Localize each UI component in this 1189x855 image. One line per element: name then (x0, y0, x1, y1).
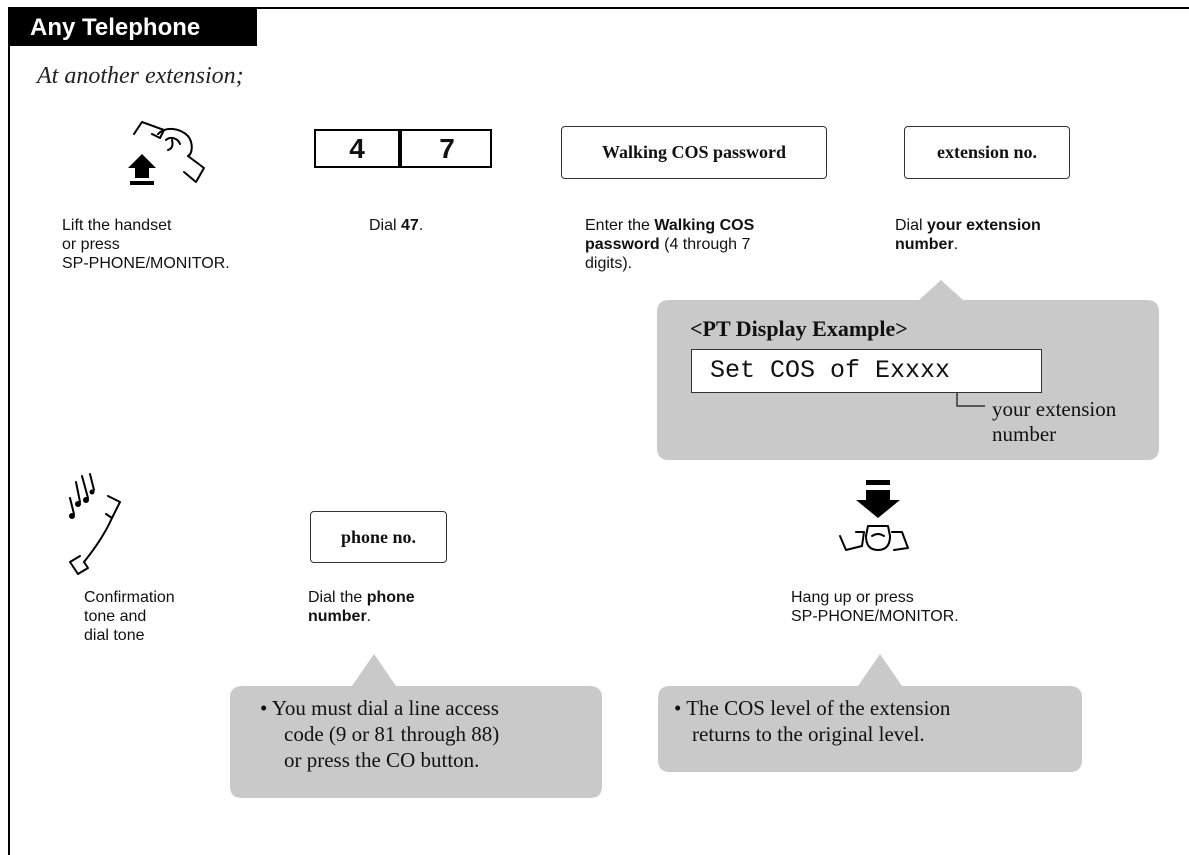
access-note-line-1: • You must dial a line access (260, 696, 499, 720)
lift-line-3: SP-PHONE/MONITOR. (62, 255, 230, 272)
section-subtitle: At another extension; (37, 63, 244, 89)
display-note-line-1: your extension (992, 397, 1117, 421)
walking-description: Enter the Walking COS password (4 throug… (585, 216, 825, 273)
cos-note-line-1: • The COS level of the extension (674, 696, 951, 720)
section-header: Any Telephone (10, 9, 257, 46)
cos-note: • The COS level of the extension returns… (674, 695, 950, 747)
hang-up-description: Hang up or press SP-PHONE/MONITOR. (791, 588, 959, 626)
walking-cos-password-box: Walking COS password (561, 126, 827, 179)
phone-post: . (366, 608, 372, 625)
lift-line-1: Lift the handset (62, 217, 172, 234)
dial-47-post: . (418, 217, 424, 234)
lift-handset-icon (128, 121, 205, 185)
confirmation-tone-icon (69, 473, 121, 575)
extension-bold-1: your extension (927, 217, 1041, 234)
phone-pre: Dial the (308, 589, 367, 606)
key-4: 4 (349, 133, 365, 164)
cos-note-line-2: returns to the original level. (692, 722, 925, 746)
confirm-line-1: Confirmation (84, 589, 175, 606)
walking-bold-2: password (585, 236, 660, 253)
walking-pre: Enter the (585, 217, 655, 234)
display-note-line-2: number (992, 422, 1057, 446)
access-callout-bg (230, 654, 602, 798)
confirmation-description: Confirmation tone and dial tone (84, 588, 175, 645)
extension-post: . (953, 236, 959, 253)
phone-number-box: phone no. (310, 511, 447, 563)
phone-bold-1: phone (366, 589, 415, 606)
lift-description: Lift the handset or press SP-PHONE/MONIT… (62, 216, 230, 273)
dial-47-code: 47 (401, 217, 419, 234)
access-note: • You must dial a line access code (9 or… (260, 695, 499, 773)
confirm-line-2: tone and (84, 608, 147, 625)
phone-description: Dial the phone number. (308, 588, 415, 626)
pt-display-screen: Set COS of Exxxx (691, 349, 1042, 393)
display-example-heading: <PT Display Example> (690, 316, 908, 341)
hangup-line-1: Hang up or press (791, 589, 914, 606)
key-pair: 4 7 (314, 129, 492, 168)
frame-top-rule (8, 7, 1189, 9)
phone-bold-2: number (308, 608, 367, 625)
frame-left-rule (8, 7, 10, 855)
lift-line-2: or press (62, 236, 120, 253)
extension-bold-2: number (895, 236, 954, 253)
access-note-line-2: code (9 or 81 through 88) (284, 722, 500, 746)
hang-up-icon (839, 480, 909, 551)
extension-number-box: extension no. (904, 126, 1070, 179)
walking-bold-1: Walking COS (654, 217, 755, 234)
dial-47-pre: Dial (369, 217, 402, 234)
dial-47-description: Dial 47. (369, 216, 423, 235)
walking-post-2: digits). (585, 255, 633, 272)
key-7: 7 (439, 133, 455, 164)
walking-post-1: (4 through 7 (659, 236, 751, 253)
display-note: your extension number (992, 397, 1116, 447)
display-pointer-line (956, 392, 985, 407)
confirm-line-3: dial tone (84, 627, 145, 644)
key-divider (398, 129, 402, 168)
extension-description: Dial your extension number. (895, 216, 1041, 254)
access-note-line-3: or press the CO button. (284, 748, 480, 772)
cos-callout-bg (658, 654, 1082, 772)
hangup-line-2: SP-PHONE/MONITOR. (791, 608, 959, 625)
extension-pre: Dial (895, 217, 928, 234)
